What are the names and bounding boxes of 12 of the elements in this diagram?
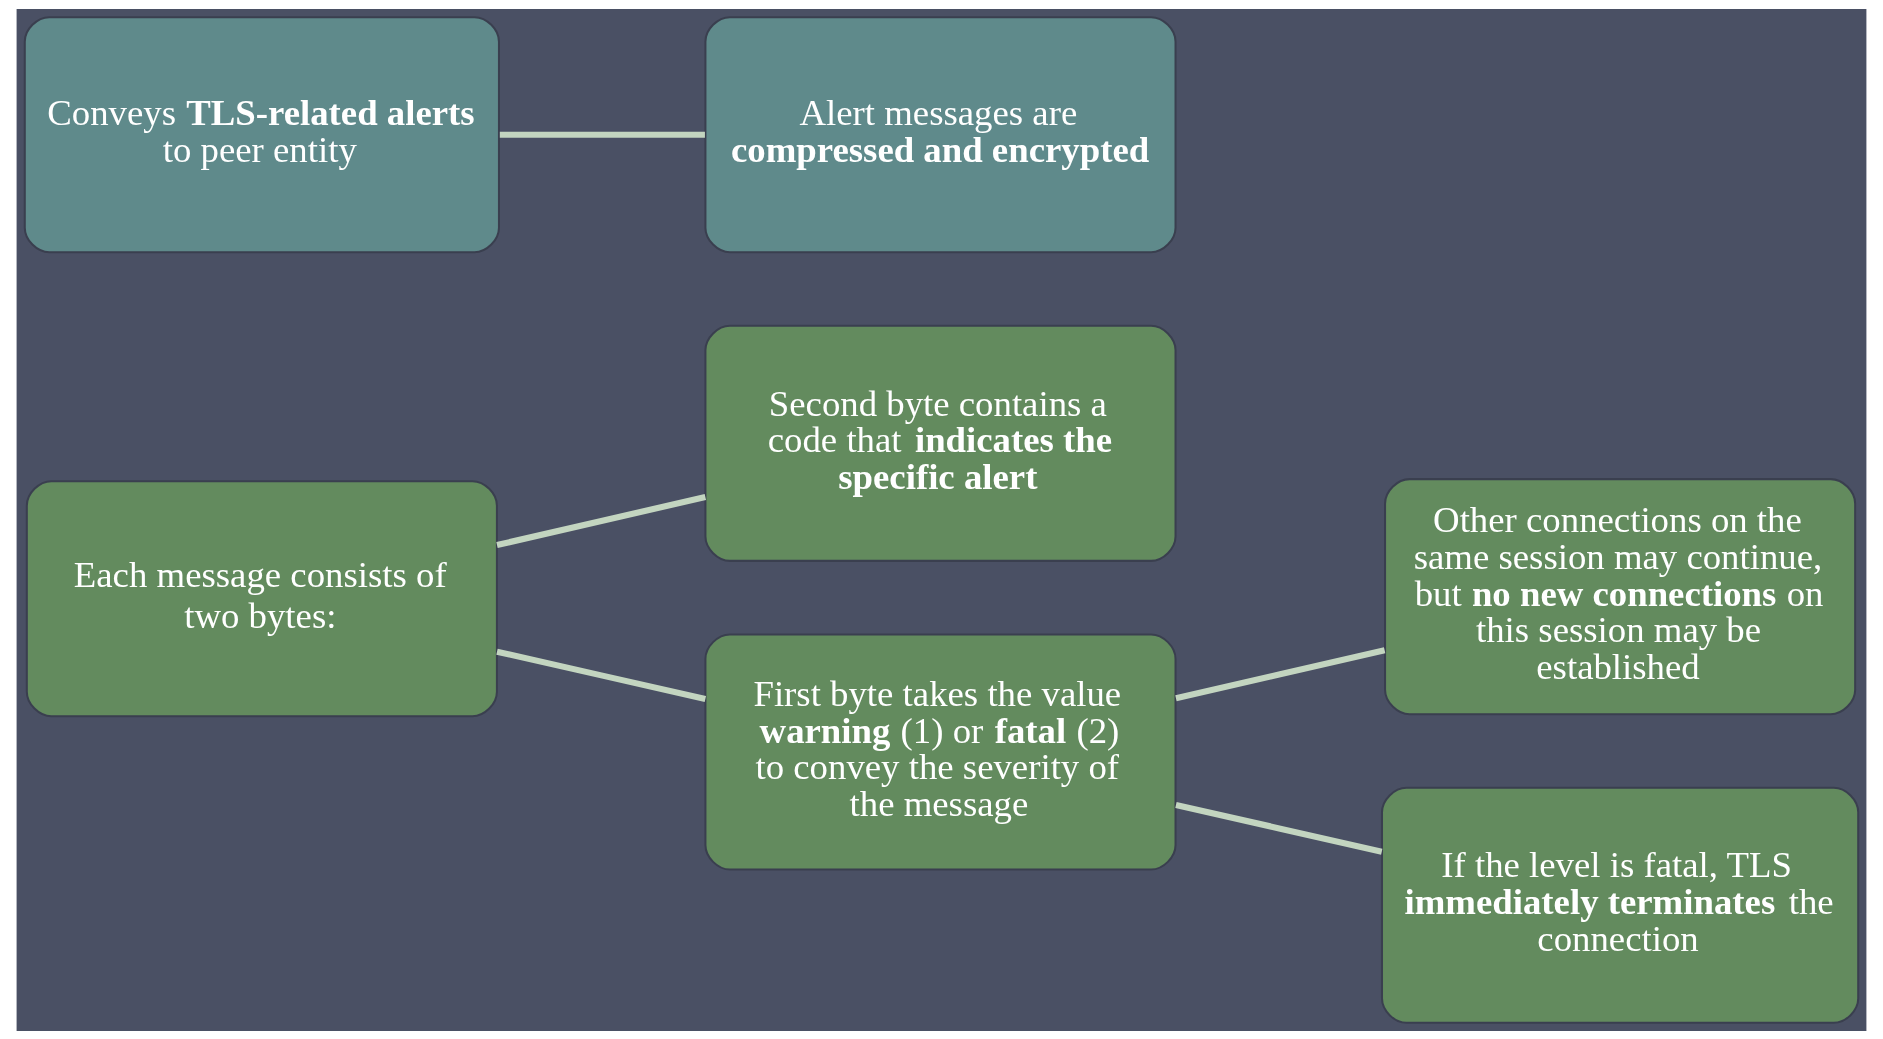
connector <box>1175 801 1383 855</box>
connector <box>496 648 707 702</box>
node-box: Each message consists of two bytes: <box>25 479 498 717</box>
node-box: Conveys TLS-related alerts to peer entity <box>23 15 500 253</box>
connector <box>1175 646 1386 701</box>
node-box: First byte takes the value warning (1) or fatal (2) to convey the severity of the message <box>704 632 1177 871</box>
connector <box>499 131 705 138</box>
node-box: Second byte contains a code that indicates the specific alert <box>704 324 1177 562</box>
connector <box>496 493 707 548</box>
node-box: If the level is fatal, TLS immediately terminates the connection <box>1380 786 1860 1024</box>
node-box: Other connections on the same session may continue, but no new connections on this session may be established <box>1384 477 1857 715</box>
node-box: Alert messages are compressed and encrypted <box>704 15 1177 253</box>
